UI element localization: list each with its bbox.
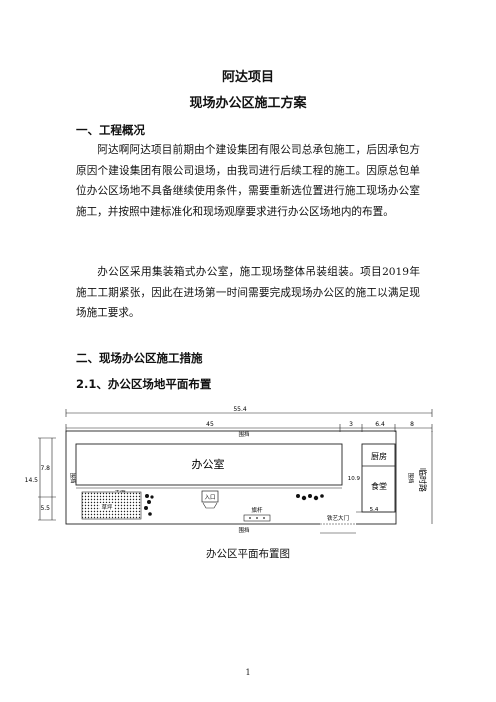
wall-label-bottom: 围挡 bbox=[238, 526, 250, 534]
dim-left-total: 14.5 bbox=[25, 477, 39, 484]
kitchen-label: 厨房 bbox=[371, 451, 387, 461]
subsection-heading-layout: 2.1、办公区场地平面布置 bbox=[76, 377, 212, 391]
dim-office-length: 45 bbox=[206, 421, 214, 428]
office-block bbox=[75, 443, 343, 486]
dim-gate: 5.4 bbox=[370, 507, 379, 513]
paragraph-overview: 阿达啊阿达项目前期由个建设集团有限公司总承包施工，后因承包方原因个建设集团有限公… bbox=[76, 144, 420, 218]
dim-road-width: 8 bbox=[410, 421, 414, 428]
dim-total-length: 55.4 bbox=[233, 406, 247, 413]
road-label: 临时路 bbox=[418, 468, 428, 492]
paragraph-office-type: 办公区采用集装箱式办公室，施工现场整体吊装组装。项目2019年施工工期紧张，因此… bbox=[76, 266, 420, 319]
section-heading-overview: 一、工程概况 bbox=[76, 123, 145, 137]
dim-kitchen-height: 10.9 bbox=[348, 476, 361, 482]
dim-kitchen-length: 6.4 bbox=[375, 421, 385, 428]
entrance-box bbox=[201, 490, 219, 503]
section-heading-measures: 二、现场办公区施工措施 bbox=[76, 351, 203, 365]
dim-left-lower: 5.5 bbox=[40, 505, 50, 512]
entrance-label: 入口 bbox=[204, 494, 215, 501]
figure-caption: 办公区平面布置图 bbox=[206, 548, 290, 560]
gate-label: 铁艺大门 bbox=[327, 514, 349, 522]
page-number: 1 bbox=[245, 668, 251, 677]
dim-left-upper: 7.8 bbox=[40, 465, 50, 472]
document-subtitle: 现场办公区施工方案 bbox=[189, 96, 307, 111]
site-boundary bbox=[65, 430, 397, 525]
kitchen-canteen-block bbox=[361, 443, 396, 513]
flagpole-label: 旗杆 bbox=[251, 506, 263, 514]
wall-label-left: 围挡 bbox=[69, 472, 77, 484]
wall-label-right: 围挡 bbox=[407, 472, 415, 484]
office-label: 办公室 bbox=[192, 457, 225, 471]
document-title: 阿达项目 bbox=[221, 70, 274, 85]
dim-gap-length: 3 bbox=[349, 421, 353, 428]
wall-label-top: 围挡 bbox=[238, 430, 250, 438]
canteen-label: 食堂 bbox=[371, 481, 387, 491]
lawn-label: 草坪 bbox=[101, 503, 113, 511]
